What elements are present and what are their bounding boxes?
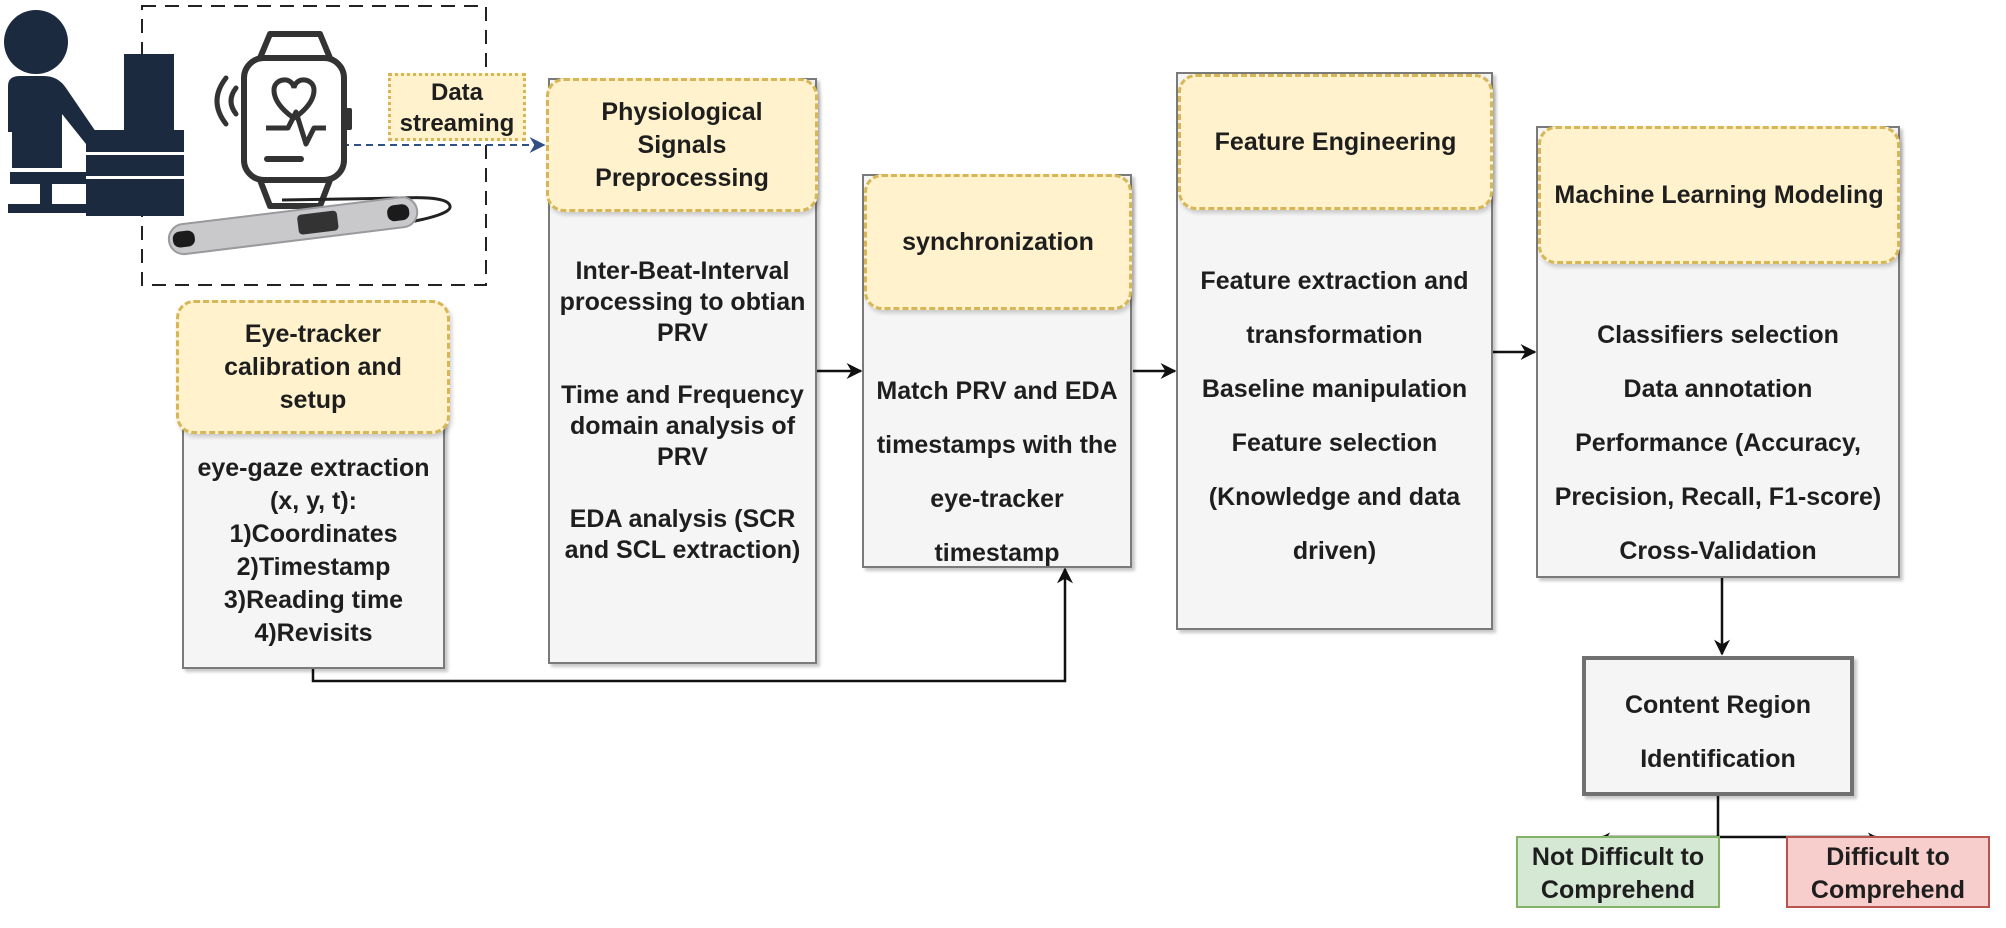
physiological-header-line: Physiological (601, 97, 763, 126)
body-line: 1)Coordinates (229, 520, 398, 548)
eye-tracker-header-line: Eye-tracker (244, 319, 382, 348)
data-streaming-line: streaming (399, 110, 515, 137)
body-line: (x, y, t): (269, 487, 358, 515)
ml-modeling-body-text: Classifiers selection Data annotation Pe… (1536, 308, 1900, 578)
person-at-computer-icon (4, 10, 184, 216)
eye-tracker-header-line: setup (279, 385, 347, 414)
body-line: EDA analysis (SCR (569, 505, 796, 533)
physiological-header-line: Signals (637, 130, 727, 159)
body-line: domain analysis of (569, 412, 796, 440)
arrow-content-to-not-difficult (1601, 796, 1720, 842)
smartwatch-heart-icon (241, 31, 352, 209)
feature-engineering-header: Feature Engineering (1178, 74, 1493, 210)
body-line (548, 473, 817, 504)
not-difficult-outcome: Not Difficult to Comprehend (1516, 836, 1720, 908)
body-line: timestamps with the (876, 431, 1118, 459)
eye-tracker-bar-icon (167, 196, 452, 256)
body-line: eye-tracker (930, 485, 1064, 513)
body-line: driven) (1292, 537, 1377, 565)
difficult-line: Difficult to (1826, 843, 1950, 871)
body-line: Classifiers selection (1597, 321, 1839, 349)
ml-modeling-header: Machine Learning Modeling (1538, 126, 1900, 264)
arrow-eyetracker-to-sync (311, 567, 1073, 683)
body-line: 3)Reading time (223, 586, 404, 614)
eye-tracker-header-line: calibration and (224, 352, 402, 381)
content-region-line: Identification (1640, 745, 1796, 773)
body-line: 2)Timestamp (236, 553, 391, 581)
physiological-body-text: Inter-Beat-Interval processing to obtian… (548, 256, 817, 566)
difficult-line: Comprehend (1810, 876, 1966, 904)
content-region-box (1582, 656, 1854, 796)
eye-tracker-header: Eye-tracker calibration and setup (176, 300, 450, 434)
body-line: 4)Revisits (254, 619, 373, 647)
body-line: timestamp (934, 539, 1060, 567)
body-line: Baseline manipulation (1201, 375, 1468, 403)
body-line: and SCL extraction) (564, 536, 801, 564)
content-region-text: Content Region Identification (1582, 678, 1854, 786)
data-streaming-label: Data streaming (388, 73, 526, 141)
body-line: eye-gaze extraction (197, 454, 430, 482)
ml-modeling-header-line: Machine Learning Modeling (1554, 180, 1884, 209)
body-line: Feature extraction and (1200, 267, 1469, 295)
body-line: Match PRV and EDA (876, 377, 1118, 405)
not-difficult-line: Not Difficult to (1531, 843, 1705, 871)
physiological-header-line: Preprocessing (595, 163, 769, 192)
eye-tracker-body-text: eye-gaze extraction (x, y, t): 1)Coordin… (182, 452, 445, 650)
feature-engineering-header-line: Feature Engineering (1214, 127, 1457, 156)
not-difficult-line: Comprehend (1540, 876, 1696, 904)
body-line: Data annotation (1623, 375, 1813, 403)
body-line: transformation (1246, 321, 1423, 349)
synchronization-body-text: Match PRV and EDA timestamps with the ey… (862, 364, 1132, 580)
body-line: PRV (657, 319, 708, 347)
body-line: Precision, Recall, F1-score) (1554, 483, 1882, 511)
body-line: (Knowledge and data (1208, 483, 1461, 511)
body-line: PRV (657, 443, 708, 471)
synchronization-header: synchronization (864, 174, 1132, 310)
body-line: Cross-Validation (1619, 537, 1817, 565)
body-line: Inter-Beat-Interval (575, 257, 790, 285)
body-line (548, 349, 817, 380)
body-line: processing to obtian (559, 288, 806, 316)
content-region-line: Content Region (1624, 691, 1812, 719)
body-line: Feature selection (1231, 429, 1438, 457)
body-line: Time and Frequency (561, 381, 804, 409)
data-streaming-line: Data (430, 79, 484, 106)
difficult-outcome: Difficult to Comprehend (1786, 836, 1990, 908)
synchronization-header-line: synchronization (902, 227, 1094, 256)
physiological-header: Physiological Signals Preprocessing (546, 78, 818, 212)
feature-engineering-body-text: Feature extraction and transformation Ba… (1176, 254, 1493, 578)
wireless-signal-icon (214, 75, 239, 127)
body-line: Performance (Accuracy, (1575, 429, 1861, 457)
